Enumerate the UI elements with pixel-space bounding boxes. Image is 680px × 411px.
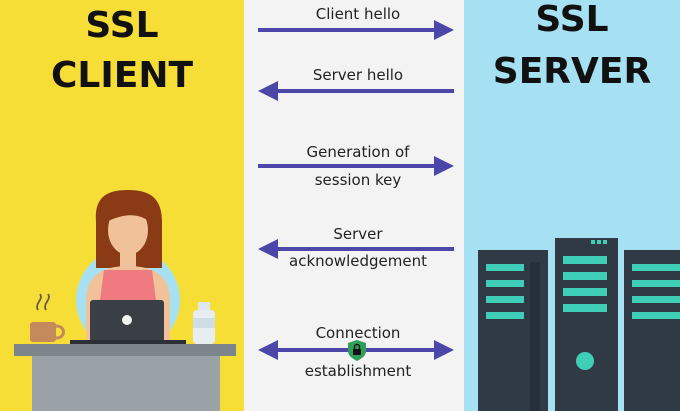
- step-connection-label-line2: establishment: [304, 362, 412, 380]
- arrow-server-hello: [258, 81, 454, 101]
- step-session-key-label-line2: session key: [314, 171, 402, 189]
- step-server-hello-label: Server hello: [312, 66, 404, 84]
- coffee-cup-icon: [30, 293, 65, 342]
- client-title-line2: CLIENT: [50, 55, 194, 96]
- arrow-client-hello: [258, 20, 454, 40]
- client-title-line1: SSL: [85, 5, 159, 46]
- arrow-session-key: [258, 156, 454, 176]
- server-title-line1: SSL: [535, 0, 609, 40]
- lock-icon: [348, 340, 366, 361]
- desk-icon: [14, 344, 236, 411]
- server-title-line2: SERVER: [492, 51, 652, 92]
- step-session-key-label-line1: Generation of: [306, 143, 410, 161]
- laptop-icon: [70, 300, 186, 344]
- step-connection-label-line1: Connection: [315, 324, 401, 342]
- step-server-ack-label-line2: acknowledgement: [289, 252, 427, 270]
- step-client-hello-label: Client hello: [315, 5, 401, 23]
- arrow-server-ack: [258, 239, 454, 259]
- step-server-ack-label-line1: Server: [333, 225, 383, 243]
- water-bottle-icon: [193, 302, 215, 344]
- server-rack-icon: [478, 238, 680, 411]
